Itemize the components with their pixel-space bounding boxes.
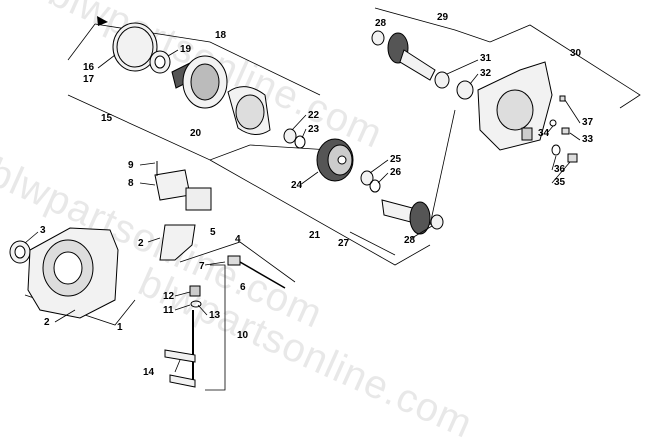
exploded-parts-diagram: 1 2 2 3 4 5 6 7 8 9 10 11 12 13 14 15 16…: [9, 7, 641, 391]
snap-ring: [112, 22, 158, 72]
shaft-27: [381, 199, 444, 235]
callout-4: 4: [235, 234, 241, 245]
washers-25-26: [360, 170, 381, 193]
callout-28a: 28: [375, 18, 387, 29]
callout-15: 15: [101, 113, 113, 124]
callout-5: 5: [210, 227, 216, 238]
callout-28b: 28: [404, 235, 416, 246]
transmission-case: [27, 227, 119, 319]
callout-20: 20: [190, 128, 202, 139]
shift-cable: [227, 255, 286, 289]
clutch-housing: [227, 86, 271, 135]
callout-21: 21: [309, 230, 321, 241]
callout-31: 31: [480, 53, 492, 64]
callout-8: 8: [128, 178, 134, 189]
callout-9: 9: [128, 160, 134, 171]
shift-motor: [154, 161, 212, 211]
callout-11: 11: [163, 305, 174, 316]
seal-3: [9, 240, 31, 264]
callout-36: 36: [554, 164, 566, 175]
callout-32: 32: [480, 68, 492, 79]
shift-bracket: [159, 224, 196, 261]
callout-24: 24: [291, 180, 303, 191]
callout-33: 33: [582, 134, 594, 145]
seals-31-32: [434, 71, 474, 100]
callout-1: 1: [117, 322, 123, 333]
callout-14: 14: [143, 367, 155, 378]
callout-13: 13: [209, 310, 221, 321]
shaft-29: [371, 30, 436, 81]
gear-24: [316, 138, 354, 182]
leader-lines: [24, 49, 581, 373]
clutch-drum: [171, 55, 228, 109]
callout-23: 23: [308, 124, 320, 135]
callout-3: 3: [40, 225, 46, 236]
callout-25: 25: [390, 154, 402, 165]
callout-34: 34: [538, 128, 550, 139]
callout-30: 30: [570, 48, 582, 59]
callout-37: 37: [582, 117, 594, 128]
gear-cover: [477, 61, 553, 151]
callout-10: 10: [237, 330, 249, 341]
callout-29: 29: [437, 12, 449, 23]
callout-17: 17: [83, 74, 95, 85]
callout-26: 26: [390, 167, 402, 178]
callout-27: 27: [338, 238, 350, 249]
fasteners-33-37: [549, 95, 578, 163]
callout-19: 19: [180, 44, 192, 55]
shift-fork-assembly: [164, 285, 202, 388]
callout-12: 12: [163, 291, 175, 302]
callout-labels: 1 2 2 3 4 5 6 7 8 9 10 11 12 13 14 15 16…: [40, 12, 594, 378]
bearing-19: [149, 50, 171, 74]
callout-6: 6: [240, 282, 246, 293]
callout-7: 7: [199, 261, 205, 272]
callout-18: 18: [215, 30, 227, 41]
callout-22: 22: [308, 110, 320, 121]
orientation-arrow: [97, 16, 108, 26]
callout-2a: 2: [138, 238, 144, 249]
washers-22-23: [283, 128, 306, 149]
callout-2b: 2: [44, 317, 50, 328]
callout-16: 16: [83, 62, 95, 73]
callout-35: 35: [554, 177, 566, 188]
